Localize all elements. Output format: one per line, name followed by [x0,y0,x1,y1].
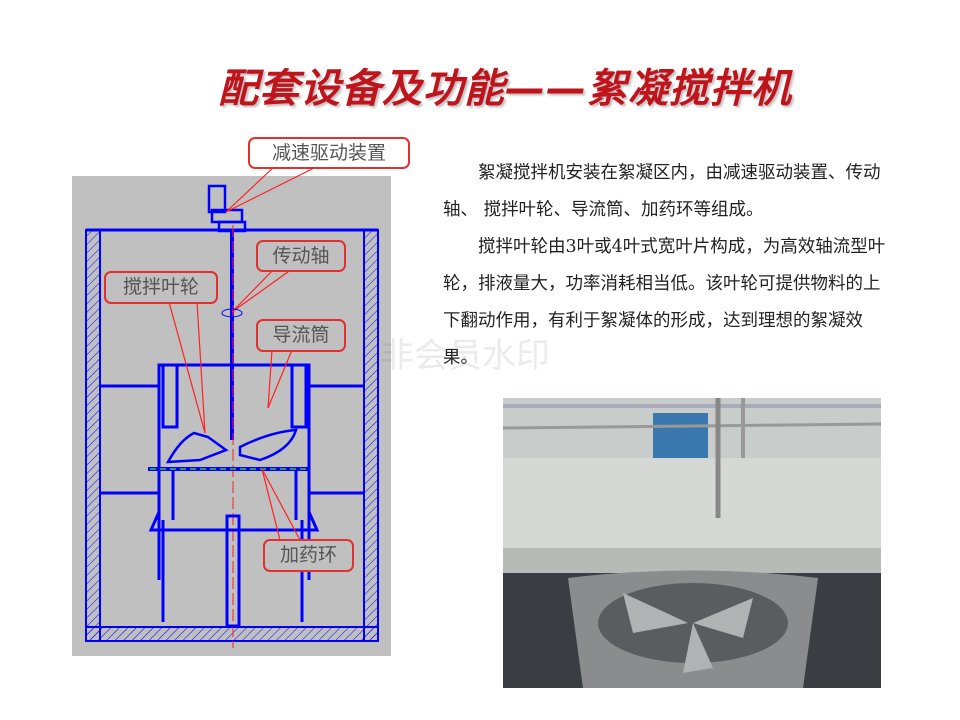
slide-title: 配套设备及功能——絮凝搅拌机 [218,66,792,112]
drive-unit [207,184,247,233]
callout-drive-unit: 减速驱动装置 [248,137,410,169]
callout-draft-tube: 导流筒 [256,319,346,352]
tank-walls [85,228,379,642]
draft-tube [100,363,364,628]
callout-pointers [168,165,319,541]
description-paragraph-2: 搅拌叶轮由3叶或4叶式宽叶片构成，为高效轴流型叶轮，排液量大，功率消耗相当低。该… [443,237,886,368]
watermark: 非会员水印 [380,336,550,376]
shaft-coupling [221,308,243,318]
callout-drive-shaft: 传动轴 [256,240,346,272]
callout-impeller: 搅拌叶轮 [104,271,218,304]
callout-dosing-ring: 加药环 [263,539,354,572]
flocculator-photo [503,398,881,688]
impeller [148,428,310,471]
description-paragraph-1: 絮凝搅拌机安装在絮凝区内，由减速驱动装置、传动轴、 搅拌叶轮、导流筒、加药环等组… [443,163,881,220]
photo-illustration [503,398,881,688]
drive-shaft [230,225,234,648]
